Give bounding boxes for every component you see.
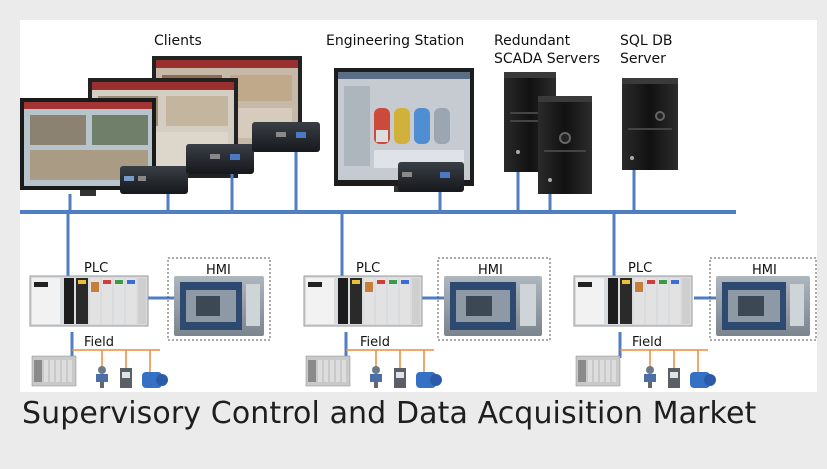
plc-rack-2 [303, 275, 423, 327]
field-bus-3 [620, 349, 708, 372]
valve-3 [644, 366, 656, 388]
label-engineering-station: Engineering Station [326, 33, 465, 49]
label-hmi-2: HMI [478, 263, 503, 278]
cell-3 [573, 257, 817, 388]
scada-server-2 [538, 96, 592, 194]
remote-io-1 [31, 355, 77, 387]
label-scada-servers: SCADA Servers [494, 51, 601, 67]
transmitter-3 [668, 368, 680, 388]
label-clients: Clients [154, 33, 202, 49]
label-plc-3: PLC [628, 261, 653, 276]
label-hmi-3: HMI [752, 263, 777, 278]
engineering-pc [398, 162, 464, 192]
label-field-1: Field [84, 335, 115, 350]
field-bus-1 [72, 349, 160, 372]
motor-1 [142, 372, 168, 388]
diagram-graphics [20, 56, 817, 388]
label-server: Server [620, 51, 666, 67]
network-lines [20, 152, 736, 358]
label-redundant: Redundant [494, 33, 571, 49]
transmitter-1 [120, 368, 132, 388]
client-pc-2 [186, 144, 254, 174]
hmi-panel-2 [437, 257, 551, 341]
valve-2 [370, 366, 382, 388]
sql-db-server [622, 78, 678, 170]
hmi-panel-3 [709, 257, 817, 341]
motor-3 [690, 372, 716, 388]
scada-architecture-diagram: Clients Engineering Station Redundant SC… [20, 20, 817, 392]
remote-io-3 [575, 355, 621, 387]
motor-2 [416, 372, 442, 388]
client-pc-1 [120, 166, 188, 194]
plc-rack-3 [573, 275, 693, 327]
label-hmi-1: HMI [206, 263, 231, 278]
remote-io-2 [305, 355, 351, 387]
cell-1 [29, 257, 271, 388]
plc-rack-1 [29, 275, 149, 327]
label-field-2: Field [360, 335, 391, 350]
hmi-panel-1 [167, 257, 271, 341]
field-bus-2 [346, 349, 434, 372]
label-sql-db: SQL DB [620, 33, 673, 49]
client-pc-3 [252, 122, 320, 152]
cell-2 [303, 257, 551, 388]
caption: Supervisory Control and Data Acquisition… [22, 396, 757, 431]
label-plc-2: PLC [356, 261, 381, 276]
label-field-3: Field [632, 335, 663, 350]
valve-1 [96, 366, 108, 388]
label-plc-1: PLC [84, 261, 109, 276]
transmitter-2 [394, 368, 406, 388]
